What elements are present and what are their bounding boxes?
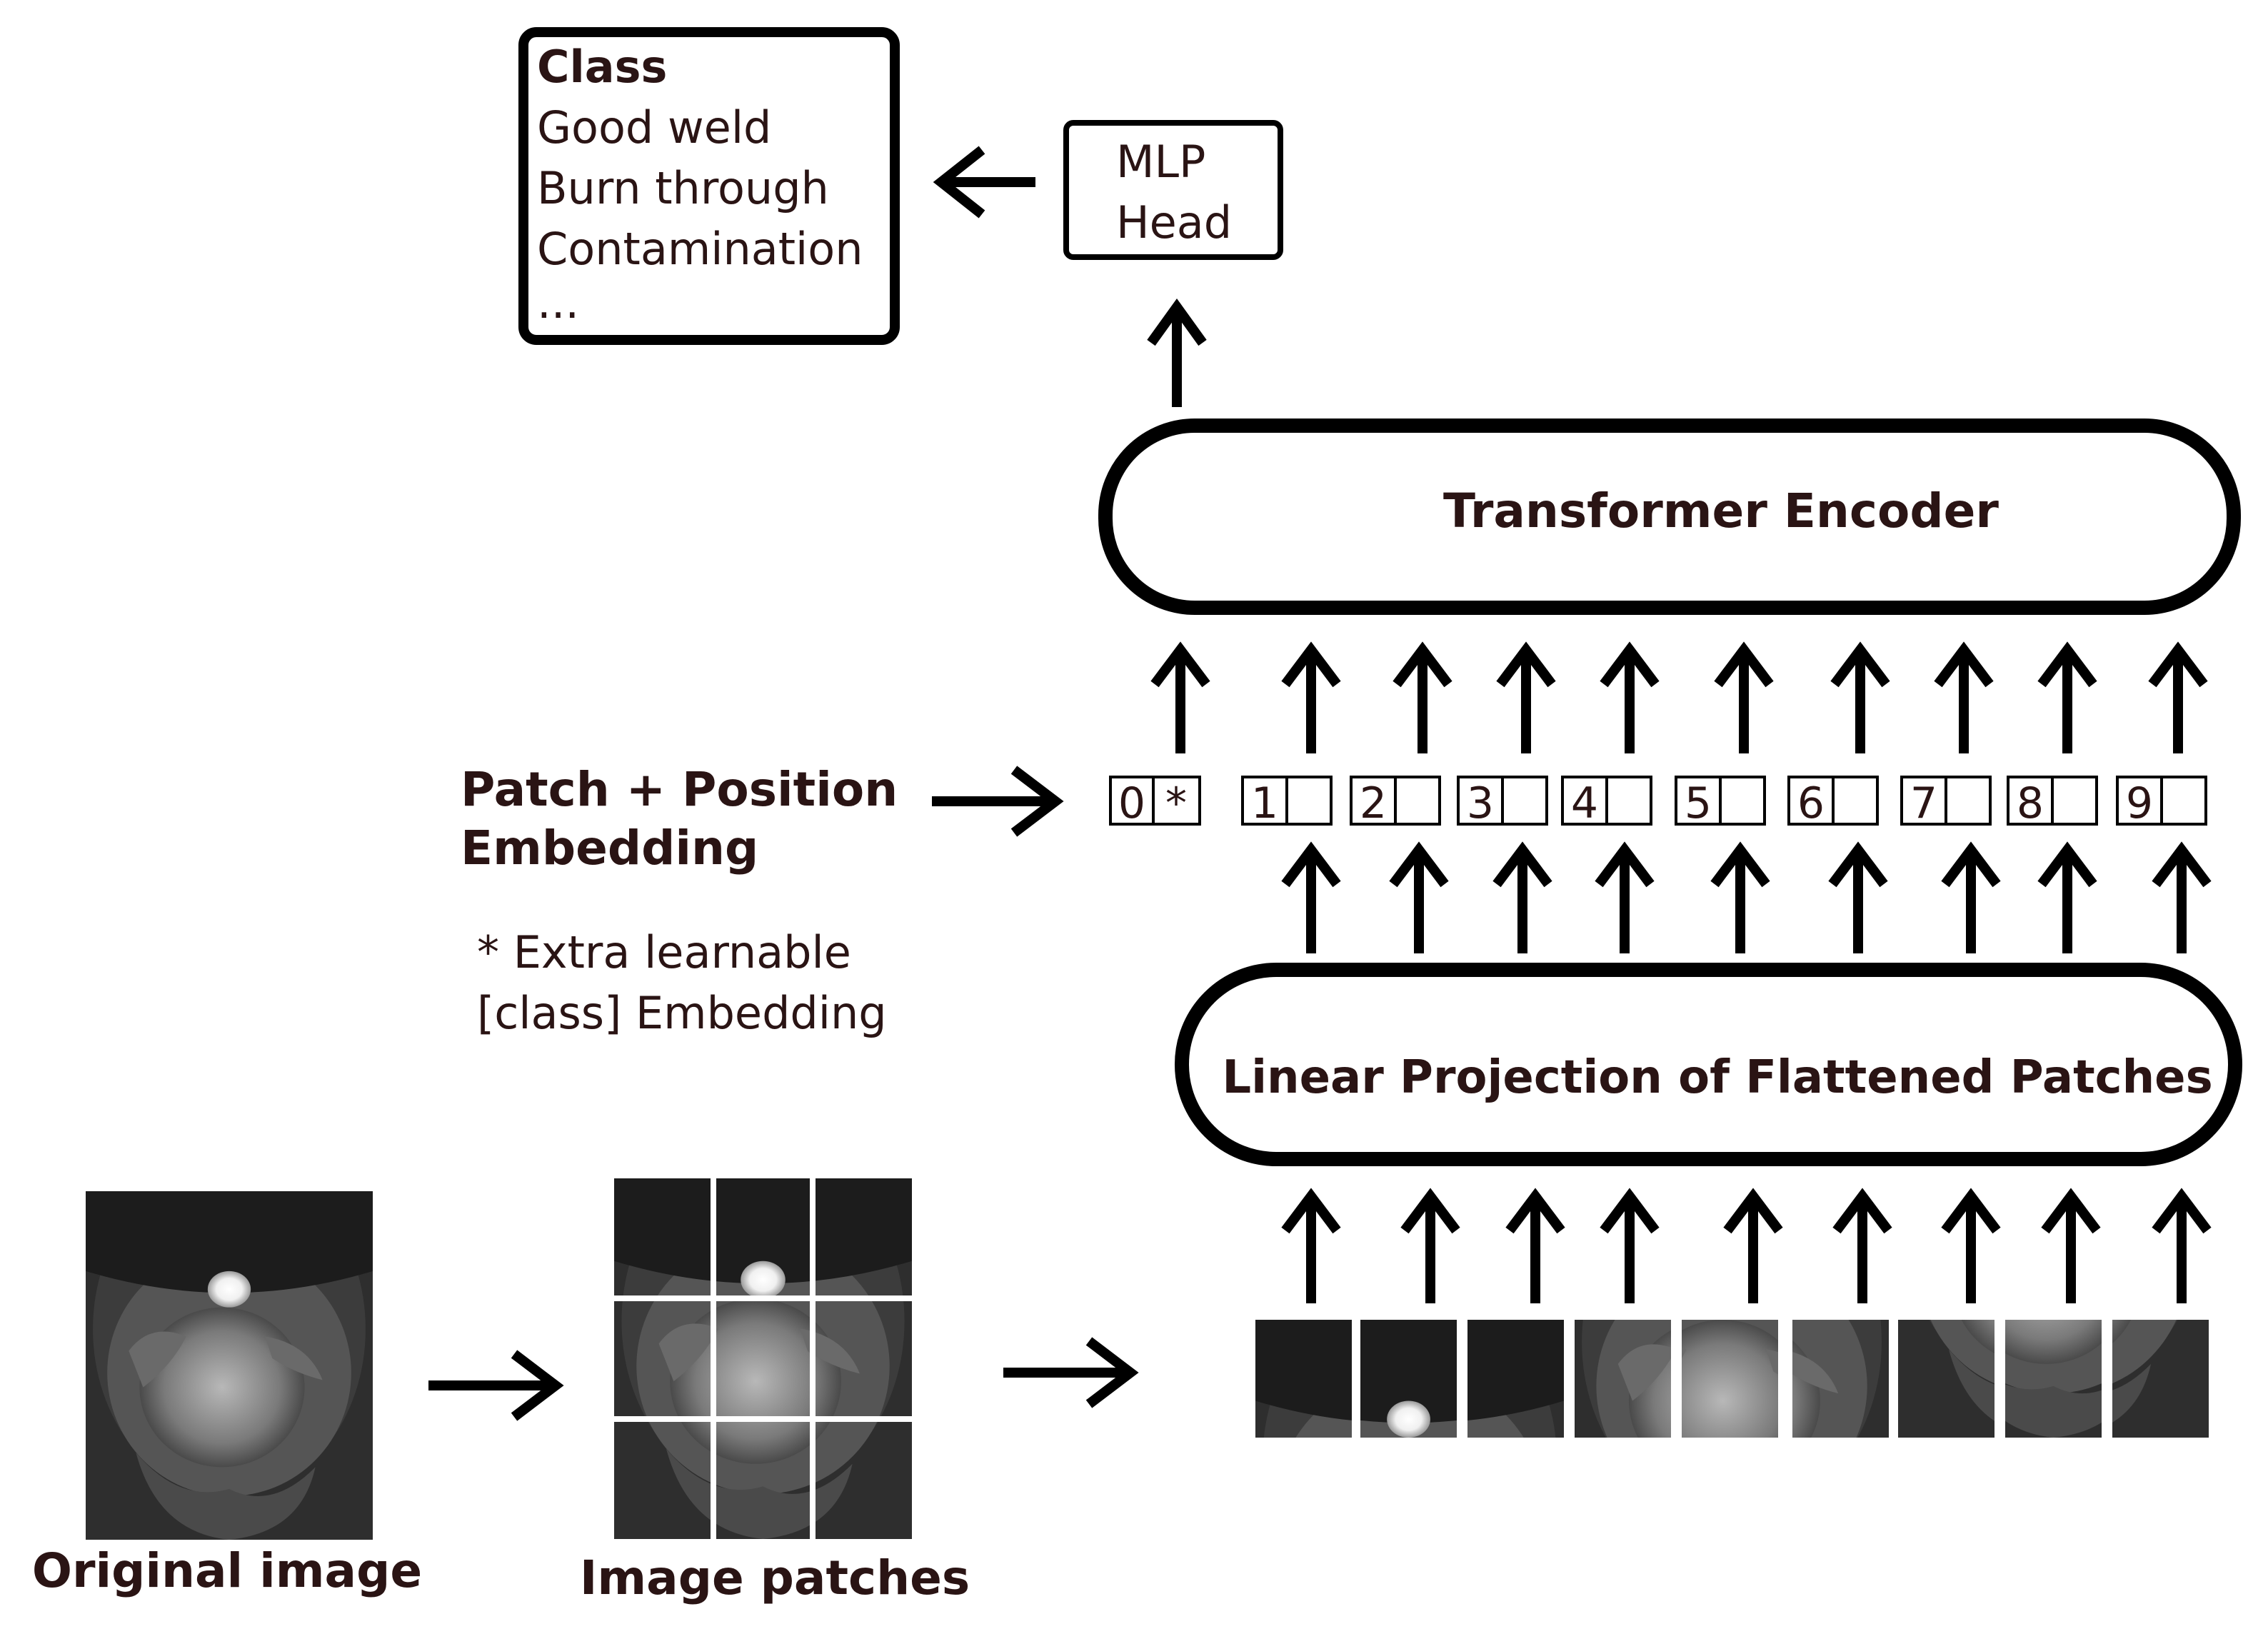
arrow-token-8-to-encoder (2037, 641, 2097, 753)
arrow-projection-to-token-7 (1941, 841, 2001, 953)
patch-token-4: 4 (1561, 776, 1652, 828)
original-image (86, 1191, 373, 1540)
arrow-token-3-to-encoder (1496, 641, 1556, 753)
token-to-encoder-arrows (1150, 641, 2208, 753)
arrow-projection-to-token-3 (1492, 841, 1552, 953)
patch-token-6: 6 (1787, 776, 1879, 828)
arrow-patch-2-to-projection (1400, 1188, 1460, 1303)
arrow-token-2-to-encoder (1393, 641, 1452, 753)
arrow-patch-6-to-projection (1832, 1188, 1892, 1303)
patch-token-8: 8 (2007, 776, 2098, 828)
patch-token-index: 9 (2126, 778, 2153, 828)
patch-token-index: 8 (2017, 778, 2044, 828)
class-title: Class (537, 41, 667, 93)
patch-token-index: 1 (1251, 778, 1278, 828)
patch-to-projection-arrows (1281, 1188, 2212, 1303)
arrow-patch-4-to-projection (1600, 1188, 1660, 1303)
arrow-token-4-to-encoder (1600, 641, 1660, 753)
arrow-projection-to-token-2 (1389, 841, 1449, 953)
patch-token-5: 5 (1675, 776, 1766, 828)
arrow-patch-3-to-projection (1505, 1188, 1565, 1303)
arrow-patches-to-sequence (1003, 1337, 1139, 1408)
transformer-encoder-box (1098, 418, 2241, 615)
arrow-patch-7-to-projection (1941, 1188, 2001, 1303)
arrow-patch-8-to-projection (2041, 1188, 2101, 1303)
class-item-burn-through: Burn through (537, 162, 829, 214)
arrow-token-7-to-encoder (1934, 641, 1994, 753)
class-item-good-weld: Good weld (537, 101, 771, 154)
image-patches-label: Image patches (580, 1550, 970, 1605)
arrow-projection-to-token-1 (1281, 841, 1341, 953)
mlp-head-box (1063, 120, 1283, 260)
arrow-projection-to-token-9 (2152, 841, 2212, 953)
class-token-index: 0 (1118, 778, 1145, 828)
class-item-ellipsis: ... (537, 276, 579, 329)
patch-token-index: 7 (1910, 778, 1937, 828)
arrow-projection-to-token-8 (2037, 841, 2097, 953)
class-token-note-line2: [class] Embedding (477, 987, 887, 1039)
original-image-label: Original image (32, 1543, 422, 1598)
patch-token-index: 2 (1360, 778, 1387, 828)
image-patches-grid (614, 1178, 912, 1539)
transformer-encoder-label: Transformer Encoder (1443, 483, 1999, 538)
patch-token-3: 3 (1457, 776, 1548, 828)
arrow-original-to-patches (428, 1350, 564, 1421)
arrow-patch-9-to-projection (2152, 1188, 2212, 1303)
embedding-label-line2: Embedding (461, 821, 758, 876)
arrow-token-6-to-encoder (1830, 641, 1890, 753)
patch-token-index: 6 (1797, 778, 1825, 828)
arrow-token-9-to-encoder (2148, 641, 2208, 753)
patch-token-1: 1 (1241, 776, 1333, 828)
arrow-projection-to-token-5 (1710, 841, 1770, 953)
patch-token-index: 5 (1685, 778, 1712, 828)
arrow-patch-5-to-projection (1723, 1188, 1783, 1303)
projection-to-token-arrows (1281, 841, 2212, 953)
arrow-patch-1-to-projection (1281, 1188, 1341, 1303)
patch-token-index: 4 (1571, 778, 1598, 828)
patch-token-9: 9 (2116, 776, 2207, 828)
mlp-head-line2: Head (1116, 196, 1232, 249)
linear-projection-label: Linear Projection of Flattened Patches (1222, 1051, 2212, 1104)
arrow-token-0-to-encoder (1150, 641, 1210, 753)
arrow-embedding-to-tokens (932, 766, 1064, 837)
class-box (518, 27, 900, 345)
arrow-token-1-to-encoder (1281, 641, 1341, 753)
class-token-note-line1: * Extra learnable (477, 926, 851, 978)
class-token-mark: * (1165, 778, 1187, 828)
patch-tokens: 1 2 3 4 5 6 7 8 9 (1241, 776, 2207, 828)
arrow-token-5-to-encoder (1714, 641, 1774, 753)
embedding-label-line1: Patch + Position (461, 762, 898, 817)
patch-token-7: 7 (1900, 776, 1992, 828)
class-item-contamination: Contamination (537, 223, 863, 275)
patch-token-index: 3 (1467, 778, 1494, 828)
arrow-projection-to-token-4 (1595, 841, 1655, 953)
arrow-mlp-to-class (933, 146, 1035, 219)
class-token: 0 * (1109, 776, 1201, 828)
patch-token-2: 2 (1350, 776, 1441, 828)
arrow-encoder-to-mlp (1147, 299, 1207, 407)
mlp-head-line1: MLP (1116, 136, 1205, 188)
arrow-projection-to-token-6 (1828, 841, 1888, 953)
linear-projection-box (1175, 963, 2242, 1166)
